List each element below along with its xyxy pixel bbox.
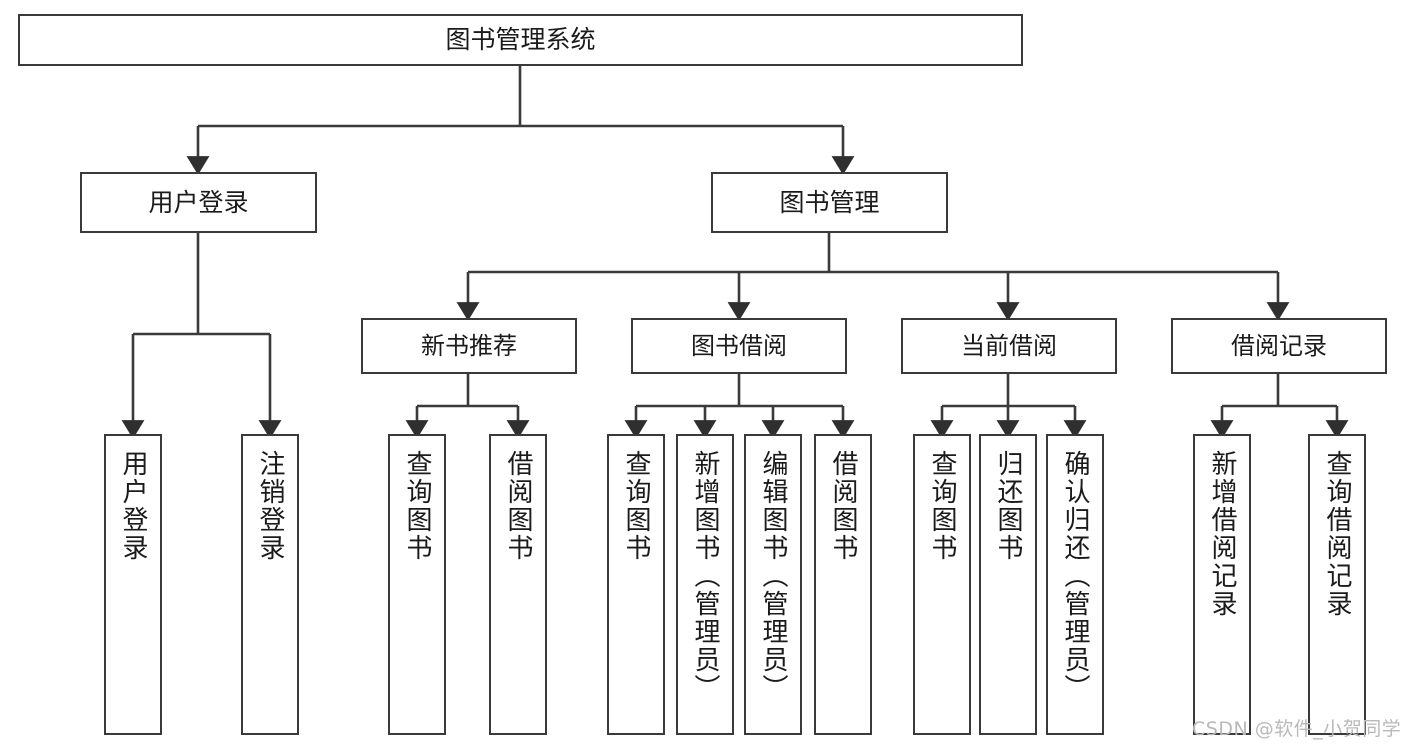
node-label: 新书推荐 bbox=[421, 331, 517, 360]
leaf-edit-book-admin[interactable]: 编辑图书（管理员） bbox=[744, 434, 802, 735]
node-label: 注销登录 bbox=[255, 450, 285, 562]
leaf-return-book[interactable]: 归还图书 bbox=[979, 434, 1037, 735]
node-borrow-record[interactable]: 借阅记录 bbox=[1171, 318, 1387, 374]
node-root-system[interactable]: 图书管理系统 bbox=[18, 14, 1023, 66]
node-label: 查询图书 bbox=[402, 450, 432, 562]
node-label: 查询图书 bbox=[927, 450, 957, 562]
node-current-borrow[interactable]: 当前借阅 bbox=[901, 318, 1117, 374]
leaf-user-login[interactable]: 用户登录 bbox=[104, 434, 162, 735]
leaf-add-borrow-record[interactable]: 新增借阅记录 bbox=[1193, 434, 1251, 735]
node-label: 图书借阅 bbox=[691, 331, 787, 360]
node-label: 图书管理 bbox=[779, 187, 880, 217]
node-label: 图书管理系统 bbox=[445, 25, 596, 55]
node-new-book-recommend[interactable]: 新书推荐 bbox=[361, 318, 577, 374]
node-label: 归还图书 bbox=[993, 450, 1023, 562]
node-label: 用户登录 bbox=[148, 187, 249, 217]
csdn-watermark: CSDN @软件_小贺同学 bbox=[1192, 718, 1402, 740]
node-user-login[interactable]: 用户登录 bbox=[80, 172, 317, 233]
node-label: 确认归还（管理员） bbox=[1060, 450, 1090, 702]
leaf-logout[interactable]: 注销登录 bbox=[241, 434, 299, 735]
node-label: 查询借阅记录 bbox=[1322, 450, 1352, 618]
node-label: 新增借阅记录 bbox=[1207, 450, 1237, 618]
node-label: 借阅记录 bbox=[1231, 331, 1327, 360]
node-label: 新增图书（管理员） bbox=[690, 450, 720, 702]
leaf-borrow-book-newbook[interactable]: 借阅图书 bbox=[489, 434, 547, 735]
node-label: 当前借阅 bbox=[961, 331, 1057, 360]
leaf-borrow-book-borrow[interactable]: 借阅图书 bbox=[814, 434, 872, 735]
node-label: 借阅图书 bbox=[828, 450, 858, 562]
node-label: 用户登录 bbox=[118, 450, 148, 562]
node-label: 编辑图书（管理员） bbox=[758, 450, 788, 702]
leaf-query-book-borrow[interactable]: 查询图书 bbox=[607, 434, 665, 735]
node-book-borrow[interactable]: 图书借阅 bbox=[631, 318, 847, 374]
leaf-add-book-admin[interactable]: 新增图书（管理员） bbox=[676, 434, 734, 735]
node-label: 借阅图书 bbox=[503, 450, 533, 562]
node-label: 查询图书 bbox=[621, 450, 651, 562]
leaf-query-book-current[interactable]: 查询图书 bbox=[913, 434, 971, 735]
node-book-management[interactable]: 图书管理 bbox=[711, 172, 948, 233]
leaf-query-book-newbook[interactable]: 查询图书 bbox=[388, 434, 446, 735]
leaf-query-borrow-record[interactable]: 查询借阅记录 bbox=[1308, 434, 1366, 735]
leaf-confirm-return-admin[interactable]: 确认归还（管理员） bbox=[1046, 434, 1104, 735]
